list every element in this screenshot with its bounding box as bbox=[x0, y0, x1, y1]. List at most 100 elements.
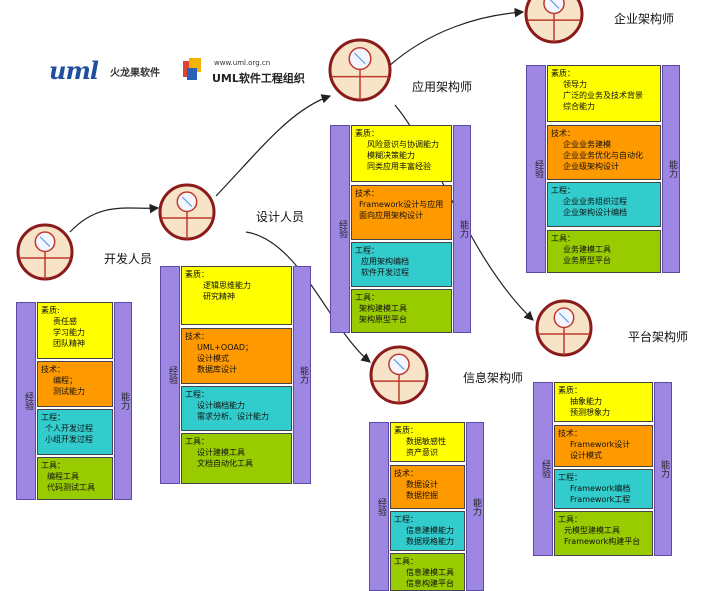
experience-bar: 经验 bbox=[369, 422, 389, 591]
quality-line: 预测想象力 bbox=[570, 408, 610, 417]
engineering-title: 工程： bbox=[41, 413, 65, 422]
experience-label: 经验 bbox=[533, 160, 543, 178]
quality-line: 领导力 bbox=[563, 80, 587, 89]
engineering-box: 工程： 设计编档能力 需求分析、设计能力 bbox=[181, 386, 292, 431]
engineering-box: 工程： 个人开发过程 小组开发过程 bbox=[37, 409, 113, 455]
arrow-designer-to-info-architect bbox=[245, 231, 371, 363]
arrow-designer-to-app-architect bbox=[215, 94, 332, 197]
role-title: 平台架构师 bbox=[628, 330, 689, 344]
engineering-line: 软件开发过程 bbox=[361, 268, 409, 277]
tools-title: 工具： bbox=[41, 461, 65, 470]
umlo-logo: uml bbox=[49, 56, 99, 85]
engineering-box: 工程： 信息建模能力 数据规格能力 bbox=[390, 511, 465, 551]
quality-box: 素质： 领导力 广泛的业务及技术背景 综合能力 bbox=[547, 65, 661, 122]
tools-title: 工具： bbox=[558, 515, 582, 524]
tech-box: 技术： Framework设计与应用 面向应用架构设计 bbox=[351, 185, 452, 240]
role-title: 应用架构师 bbox=[412, 80, 473, 94]
uml-org-logo-icon bbox=[183, 58, 201, 80]
quality-box: 素质： 风险意识与协调能力 模糊决策能力 同类应用丰富经验 bbox=[351, 125, 452, 182]
ability-label: 能力 bbox=[298, 366, 308, 384]
quality-title: 素质： bbox=[355, 129, 379, 138]
ability-label: 能力 bbox=[119, 392, 129, 410]
experience-bar: 经验 bbox=[533, 382, 553, 556]
tools-line: 文档自动化工具 bbox=[197, 459, 253, 468]
tools-title: 工具： bbox=[185, 437, 209, 446]
tools-line: 业务原型平台 bbox=[563, 256, 611, 265]
ability-label: 能力 bbox=[667, 160, 677, 178]
engineering-box: 工程： 应用架构编档 软件开发过程 bbox=[351, 242, 452, 287]
tools-line: 信息建模工具 bbox=[406, 568, 454, 577]
person-icon-developer bbox=[16, 223, 74, 281]
tech-line: 企业级架构设计 bbox=[563, 162, 619, 171]
tech-box: 技术： 编程； 测试能力 bbox=[37, 361, 113, 407]
quality-title: 素质： bbox=[551, 69, 575, 78]
quality-line: 学习能力 bbox=[53, 328, 85, 337]
quality-line: 抽象能力 bbox=[570, 397, 602, 406]
engineering-line: 个人开发过程 bbox=[45, 424, 93, 433]
engineering-line: 企业业务组织过程 bbox=[563, 197, 627, 206]
tech-line: 数据库设计 bbox=[197, 365, 237, 374]
tools-box: 工具： 架构建模工具 架构原型平台 bbox=[351, 289, 452, 333]
tools-box: 工具： 信息建模工具 信息构建平台 bbox=[390, 553, 465, 591]
ability-label: 能力 bbox=[458, 220, 468, 238]
tools-title: 工具： bbox=[394, 557, 418, 566]
tech-line: 企业业务建模 bbox=[563, 140, 611, 149]
tech-line: 数据挖掘 bbox=[406, 491, 438, 500]
tools-line: 设计建模工具 bbox=[197, 448, 245, 457]
tools-line: Framework构建平台 bbox=[564, 537, 641, 546]
engineering-line: 应用架构编档 bbox=[361, 257, 409, 266]
tech-title: 技术： bbox=[41, 365, 65, 374]
experience-bar: 经验 bbox=[160, 266, 180, 484]
quality-line: 模糊决策能力 bbox=[367, 151, 415, 160]
quality-line: 广泛的业务及技术背景 bbox=[563, 91, 643, 100]
tech-line: 设计模式 bbox=[570, 451, 602, 460]
experience-bar: 经验 bbox=[330, 125, 350, 333]
experience-label: 经验 bbox=[167, 366, 177, 384]
ability-label: 能力 bbox=[471, 497, 481, 516]
engineering-line: 设计编档能力 bbox=[197, 401, 245, 410]
tech-title: 技术： bbox=[558, 429, 582, 438]
ability-bar: 能力 bbox=[453, 125, 471, 333]
tech-box: 技术： UML+OOAD； 设计模式 数据库设计 bbox=[181, 328, 292, 384]
tools-title: 工具： bbox=[355, 293, 379, 302]
tech-title: 技术： bbox=[394, 469, 418, 478]
experience-bar: 经验 bbox=[526, 65, 546, 273]
engineering-box: 工程： 企业业务组织过程 企业架构设计编档 bbox=[547, 182, 661, 227]
experience-label: 经验 bbox=[540, 460, 550, 478]
tech-line: 设计模式 bbox=[197, 354, 229, 363]
engineering-title: 工程： bbox=[394, 515, 418, 524]
ability-bar: 能力 bbox=[466, 422, 484, 591]
uml-org-url: www.uml.org.cn bbox=[214, 59, 271, 67]
tech-title: 技术： bbox=[185, 332, 209, 341]
ability-bar: 能力 bbox=[662, 65, 680, 273]
quality-line: 团队精神 bbox=[53, 339, 85, 348]
quality-line: 逻辑思维能力 bbox=[203, 281, 251, 290]
tech-line: 面向应用架构设计 bbox=[359, 211, 423, 220]
quality-line: 研究精神 bbox=[203, 292, 235, 301]
quality-line: 同类应用丰富经验 bbox=[367, 162, 431, 171]
tech-box: 技术： 企业业务建模 企业业务优化与自动化 企业级架构设计 bbox=[547, 125, 661, 180]
person-icon-enterprise-architect bbox=[524, 0, 584, 44]
tech-box: 技术： Framework设计 设计模式 bbox=[554, 425, 653, 467]
tools-title: 工具： bbox=[551, 234, 575, 243]
tools-box: 工具： 业务建模工具 业务原型平台 bbox=[547, 230, 661, 273]
engineering-line: 企业架构设计编档 bbox=[563, 208, 627, 217]
tools-box: 工具： 元模型建模工具 Framework构建平台 bbox=[554, 511, 653, 556]
quality-box: 素质： 逻辑思维能力 研究精神 bbox=[181, 266, 292, 325]
quality-line: 资产意识 bbox=[406, 448, 438, 457]
role-title: 信息架构师 bbox=[463, 371, 524, 385]
tools-line: 架构建模工具 bbox=[359, 304, 407, 313]
quality-box: 素质： 抽象能力 预测想象力 bbox=[554, 382, 653, 422]
quality-line: 责任感 bbox=[53, 317, 77, 326]
tools-line: 编程工具 bbox=[47, 472, 79, 481]
engineering-line: 需求分析、设计能力 bbox=[197, 412, 269, 421]
quality-line: 风险意识与协调能力 bbox=[367, 140, 439, 149]
quality-line: 数据敏感性 bbox=[406, 437, 446, 446]
tech-line: 测试能力 bbox=[53, 387, 85, 396]
tools-line: 元模型建模工具 bbox=[564, 526, 620, 535]
engineering-line: Framework编档 bbox=[570, 484, 631, 493]
ability-bar: 能力 bbox=[114, 302, 132, 500]
engineering-title: 工程： bbox=[558, 473, 582, 482]
quality-title: 素质： bbox=[185, 270, 209, 279]
